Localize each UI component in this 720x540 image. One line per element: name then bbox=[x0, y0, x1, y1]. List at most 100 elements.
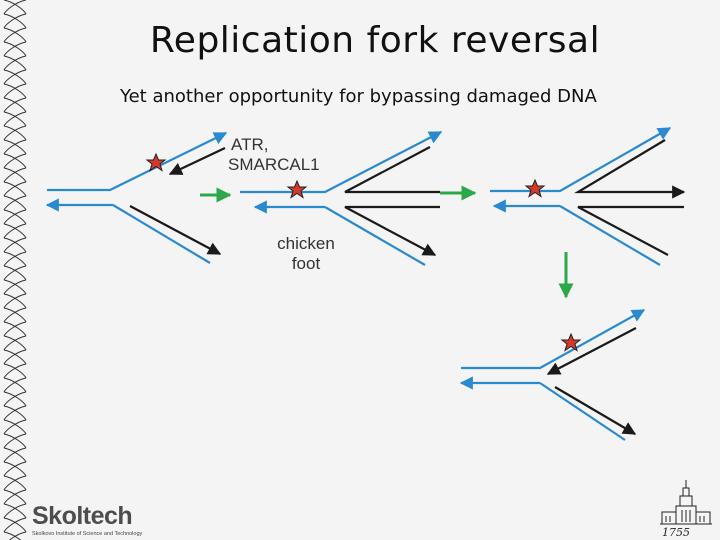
twist-segment bbox=[3, 293, 27, 309]
twist-segment bbox=[3, 307, 27, 323]
twist-segment bbox=[3, 363, 27, 379]
twist-segment bbox=[3, 55, 27, 71]
twist-segment bbox=[3, 503, 27, 519]
twist-segment bbox=[3, 265, 27, 281]
twist-segment bbox=[3, 419, 27, 435]
twist-segment bbox=[3, 153, 27, 169]
enzymes-label-line2: SMARCAL1 bbox=[228, 155, 320, 174]
twist-segment bbox=[3, 139, 27, 155]
twist-segment bbox=[3, 69, 27, 85]
logo-wordmark: Skoltech bbox=[32, 502, 133, 530]
twist-segment bbox=[3, 405, 27, 421]
fork3-leading-bottom bbox=[559, 205, 661, 266]
twist-segment bbox=[3, 97, 27, 113]
twist-segment bbox=[3, 391, 27, 407]
twist-segment bbox=[3, 111, 27, 127]
twist-segment bbox=[3, 0, 27, 15]
twist-segment bbox=[3, 195, 27, 211]
twist-segment bbox=[3, 195, 27, 211]
fork1-leading-bottom bbox=[112, 204, 211, 264]
twist-segment bbox=[3, 433, 27, 449]
damage-star-icon bbox=[560, 332, 582, 352]
twist-segment bbox=[3, 41, 27, 57]
twist-segment bbox=[3, 489, 27, 505]
chicken-foot-label-line1: chicken bbox=[277, 234, 335, 253]
twist-segment bbox=[3, 461, 27, 477]
enzymes-label-line1: ATR, bbox=[231, 135, 269, 154]
twist-segment bbox=[3, 321, 27, 337]
decorative-twist-border bbox=[3, 0, 27, 540]
damage-star-icon bbox=[145, 152, 167, 172]
twist-segment bbox=[3, 55, 27, 71]
twist-segment bbox=[3, 503, 27, 519]
twist-segment bbox=[3, 447, 27, 463]
regressing-fork-2 bbox=[240, 131, 443, 266]
slide-subtitle: Yet another opportunity for bypassing da… bbox=[120, 86, 597, 107]
twist-segment bbox=[3, 223, 27, 239]
twist-segment bbox=[3, 237, 27, 253]
twist-segment bbox=[3, 321, 27, 337]
fork2-parental-top bbox=[240, 131, 443, 194]
fork2-leading-bottom bbox=[324, 206, 426, 266]
twist-segment bbox=[3, 391, 27, 407]
twist-segment bbox=[3, 223, 27, 239]
twist-segment bbox=[3, 125, 27, 141]
chicken-foot-label-line2: foot bbox=[291, 254, 321, 273]
twist-segment bbox=[3, 475, 27, 491]
twist-segment bbox=[3, 377, 27, 393]
twist-segment bbox=[3, 335, 27, 351]
twist-segment bbox=[3, 377, 27, 393]
skoltech-logo: Skoltech Skolkovo Institute of Science a… bbox=[28, 500, 152, 540]
fork4-nascent-top bbox=[546, 327, 637, 375]
twist-segment bbox=[3, 475, 27, 491]
damage-star-icon bbox=[524, 178, 546, 198]
twist-segment bbox=[3, 209, 27, 225]
twist-segment bbox=[3, 139, 27, 155]
twist-segment bbox=[3, 167, 27, 183]
twist-segment bbox=[3, 111, 27, 127]
twist-segment bbox=[3, 181, 27, 197]
twist-segment bbox=[3, 125, 27, 141]
twist-segment bbox=[3, 83, 27, 99]
twist-segment bbox=[3, 237, 27, 253]
fork1-parental-top bbox=[47, 132, 228, 192]
twist-segment bbox=[3, 209, 27, 225]
twist-segment bbox=[3, 433, 27, 449]
fork4-parental-top bbox=[461, 309, 646, 370]
twist-segment bbox=[3, 265, 27, 281]
restored-fork-4 bbox=[459, 309, 646, 441]
twist-segment bbox=[3, 279, 27, 295]
twist-segment bbox=[3, 27, 27, 43]
twist-segment bbox=[3, 181, 27, 197]
twist-segment bbox=[3, 83, 27, 99]
chicken-foot-label: chicken foot bbox=[271, 234, 341, 274]
twist-segment bbox=[3, 13, 27, 29]
fork3-nascent-top bbox=[574, 139, 686, 199]
twist-segment bbox=[3, 517, 27, 533]
twist-segment bbox=[3, 41, 27, 57]
fork1-nascent-bottom bbox=[129, 205, 222, 255]
fork2-nascent-top bbox=[344, 146, 440, 194]
twist-segment bbox=[8, 531, 27, 540]
twist-segment bbox=[3, 419, 27, 435]
stalled-fork-1 bbox=[45, 132, 228, 264]
fork4-leading-bottom bbox=[539, 382, 626, 441]
twist-segment bbox=[3, 0, 27, 15]
twist-segment bbox=[3, 293, 27, 309]
chicken-foot-fork-3 bbox=[490, 127, 686, 266]
twist-segment bbox=[3, 97, 27, 113]
fork2-nascent-bottom bbox=[344, 205, 440, 256]
twist-segment bbox=[3, 447, 27, 463]
twist-segment bbox=[3, 27, 27, 43]
twist-segment bbox=[3, 531, 22, 540]
fork1-nascent-top bbox=[168, 147, 226, 175]
university-building-icon bbox=[660, 480, 712, 525]
founding-year: 1755 bbox=[662, 526, 690, 539]
fork4-nascent-bottom bbox=[554, 386, 637, 435]
twist-segment bbox=[3, 153, 27, 169]
twist-segment bbox=[3, 489, 27, 505]
twist-segment bbox=[3, 461, 27, 477]
twist-segment bbox=[3, 69, 27, 85]
twist-segment bbox=[3, 335, 27, 351]
twist-segment bbox=[3, 167, 27, 183]
